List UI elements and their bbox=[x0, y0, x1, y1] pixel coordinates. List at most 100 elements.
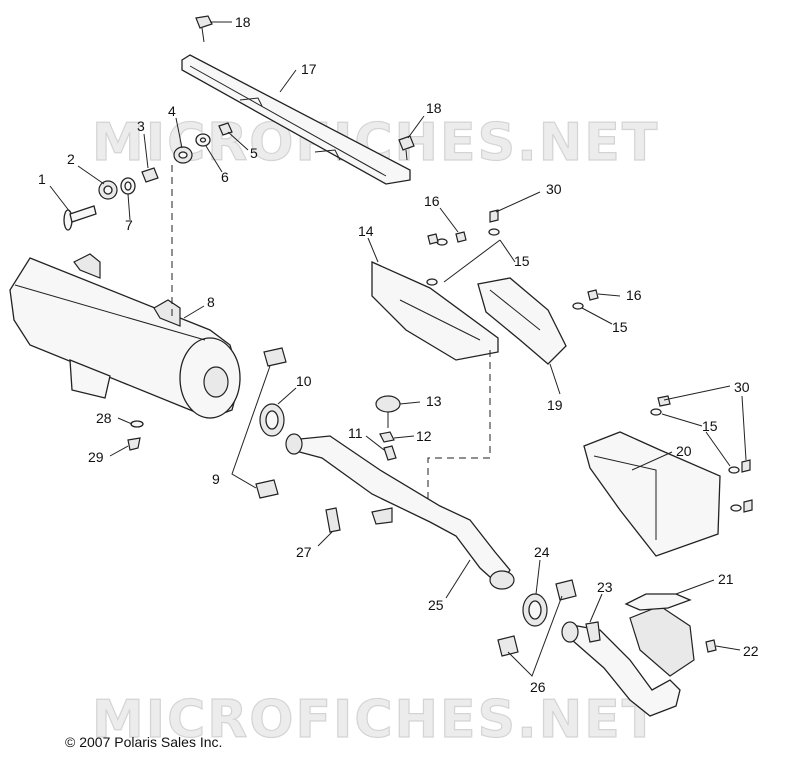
part-9-spring-top bbox=[263, 347, 287, 367]
part-25-exhaust-pipe bbox=[285, 433, 515, 590]
label-10: 10 bbox=[296, 373, 312, 389]
label-14: 14 bbox=[358, 223, 374, 239]
leader-22 bbox=[715, 645, 741, 651]
label-24: 24 bbox=[534, 544, 550, 560]
leader-15e bbox=[661, 413, 703, 427]
label-9: 9 bbox=[212, 471, 220, 487]
part-19-heat-shield bbox=[477, 277, 567, 365]
leader-1 bbox=[49, 185, 71, 213]
part-5-bushing bbox=[218, 122, 233, 136]
part-15-washer-d bbox=[572, 302, 584, 310]
label-1: 1 bbox=[38, 171, 46, 187]
part-7-washer bbox=[120, 177, 136, 195]
part-11-nut bbox=[383, 445, 397, 461]
leader-29 bbox=[109, 445, 129, 457]
leader-15a bbox=[443, 239, 501, 283]
part-15-washer-g bbox=[730, 504, 742, 512]
leader-5 bbox=[227, 131, 249, 151]
leader-6 bbox=[205, 145, 223, 173]
copyright-text: © 2007 Polaris Sales Inc. bbox=[65, 734, 223, 750]
part-26-spring-b bbox=[497, 635, 519, 657]
leader-15c bbox=[581, 307, 613, 325]
part-29-screw bbox=[127, 437, 141, 451]
part-24-gasket bbox=[522, 593, 548, 627]
label-22: 22 bbox=[743, 643, 759, 659]
part-17-upper-bracket bbox=[181, 54, 411, 185]
part-3-spacer bbox=[141, 167, 159, 183]
leader-18b bbox=[407, 115, 425, 139]
label-30b: 30 bbox=[734, 379, 750, 395]
leader-16a bbox=[439, 207, 459, 233]
leader-21 bbox=[675, 579, 715, 595]
leader-25 bbox=[445, 559, 471, 599]
label-20: 20 bbox=[676, 443, 692, 459]
leader-4 bbox=[175, 117, 183, 149]
leader-9 bbox=[231, 365, 271, 489]
part-30-bolt-b bbox=[657, 395, 671, 407]
label-4: 4 bbox=[168, 103, 176, 119]
label-2: 2 bbox=[67, 151, 75, 167]
label-23: 23 bbox=[597, 579, 613, 595]
part-30-bolt-a bbox=[489, 209, 499, 223]
label-27: 27 bbox=[296, 544, 312, 560]
part-8-muffler bbox=[9, 253, 241, 419]
part-bolt-c bbox=[427, 233, 439, 245]
leader-30c bbox=[741, 395, 747, 461]
leader-27 bbox=[317, 531, 333, 547]
label-15c: 15 bbox=[702, 418, 718, 434]
label-16b: 16 bbox=[626, 287, 642, 303]
part-9-spring-bottom bbox=[255, 479, 279, 499]
leader-30a bbox=[495, 191, 541, 213]
part-26-spring-a bbox=[555, 579, 577, 601]
part-1-bolt bbox=[63, 205, 97, 231]
part-15-washer-c bbox=[426, 278, 438, 286]
label-21: 21 bbox=[718, 571, 734, 587]
leader-12 bbox=[393, 435, 415, 439]
leader-23 bbox=[589, 593, 603, 623]
leader-8 bbox=[183, 305, 205, 319]
part-28-washer bbox=[130, 420, 144, 428]
part-14-bracket bbox=[371, 260, 499, 361]
part-22-bolt bbox=[705, 639, 717, 653]
leader-11 bbox=[365, 435, 385, 451]
label-6: 6 bbox=[221, 169, 229, 185]
part-30-bolt-c bbox=[741, 459, 751, 473]
part-12-nut bbox=[379, 431, 395, 443]
part-16-bolt-b bbox=[587, 289, 599, 301]
part-18-bolt-right bbox=[398, 135, 415, 161]
leader-20 bbox=[631, 451, 673, 471]
dashed-line-19 bbox=[427, 350, 491, 500]
part-bolt-d bbox=[743, 499, 753, 513]
part-15-washer-f bbox=[728, 466, 740, 474]
leader-30b bbox=[663, 385, 731, 401]
part-10-gasket bbox=[259, 403, 285, 437]
label-13: 13 bbox=[426, 393, 442, 409]
part-13-bumper bbox=[375, 395, 401, 428]
leader-10 bbox=[277, 387, 297, 405]
label-11: 11 bbox=[348, 425, 363, 441]
label-8: 8 bbox=[207, 294, 215, 310]
label-12: 12 bbox=[416, 428, 432, 444]
leader-3 bbox=[143, 133, 149, 169]
label-3: 3 bbox=[137, 118, 145, 134]
part-23-head-pipe bbox=[561, 605, 695, 717]
leader-15b bbox=[499, 239, 516, 263]
part-4-grommet bbox=[173, 146, 193, 164]
part-15-washer-b bbox=[488, 228, 500, 236]
part-2-bushing bbox=[98, 180, 118, 200]
leader-13 bbox=[399, 401, 421, 405]
part-18-bolt-top bbox=[195, 15, 213, 43]
leader-26 bbox=[507, 595, 563, 677]
label-30a: 30 bbox=[546, 181, 562, 197]
leader-17 bbox=[279, 69, 297, 93]
leader-16b bbox=[597, 293, 621, 297]
part-6-washer bbox=[195, 133, 211, 147]
label-19: 19 bbox=[547, 397, 563, 413]
label-16a: 16 bbox=[424, 193, 440, 209]
label-15b: 15 bbox=[612, 319, 628, 335]
label-25: 25 bbox=[428, 597, 444, 613]
label-5: 5 bbox=[250, 145, 258, 161]
part-27-spring bbox=[325, 507, 341, 533]
leader-28 bbox=[117, 417, 133, 425]
label-18a: 18 bbox=[235, 14, 251, 30]
